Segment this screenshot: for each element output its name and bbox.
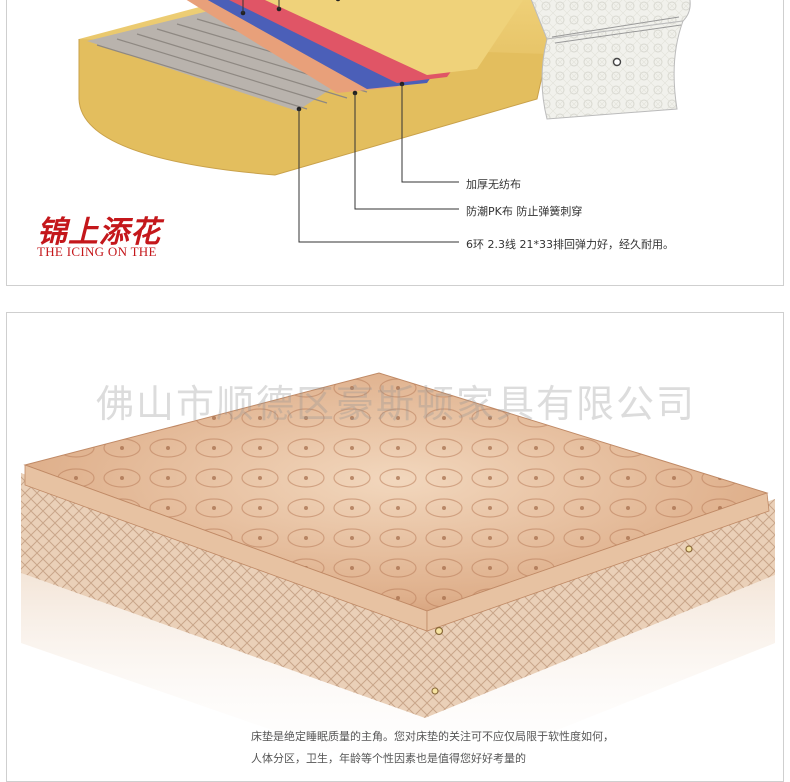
mattress-tufting [25, 373, 767, 611]
callout-spring: 6环 2.3线 21*33排回弹力好，经久耐用。 [466, 238, 674, 251]
air-vent-icon [434, 626, 444, 636]
callout-nonwoven: 加厚无纺布 [466, 178, 521, 191]
mattress-photo [21, 372, 775, 781]
company-watermark: 佛山市顺德区豪斯顿家具有限公司 [95, 382, 696, 426]
mattress-cross-section-illustration [78, 0, 691, 243]
callout-pk-fabric: 防潮PK布 防止弹簧刺穿 [466, 205, 583, 218]
air-vent-icon [612, 57, 622, 67]
brand-logo-cn: 锦上添花 [37, 215, 161, 250]
brand-logo-en: THE ICING ON THE [37, 244, 157, 259]
layer-diagram-panel: 加厚无纺布 防潮PK布 防止弹簧刺穿 6环 2.3线 21*33排回弹力好，经久… [6, 0, 784, 286]
description-line-1: 床垫是绝定睡眠质量的主角。您对床垫的关注可不应仅局限于软性度如何， [251, 730, 614, 743]
air-vent-icon [431, 687, 439, 695]
pillow-top-edge-right [426, 492, 770, 632]
mattress-front-side [21, 473, 425, 718]
mattress-right-side [425, 499, 775, 718]
air-vent-icon [685, 545, 693, 553]
mattress-reflection [21, 573, 775, 781]
product-photo-panel: 佛山市顺德区豪斯顿家具有限公司 床垫是绝定睡眠质量的主角。您对床垫的关注可不应仅… [6, 312, 784, 782]
description-line-2: 人体分区，卫生，年龄等个性因素也是值得您好好考量的 [251, 752, 526, 765]
yellow-layer [264, 0, 523, 75]
quilt-cover-side [541, 20, 684, 120]
